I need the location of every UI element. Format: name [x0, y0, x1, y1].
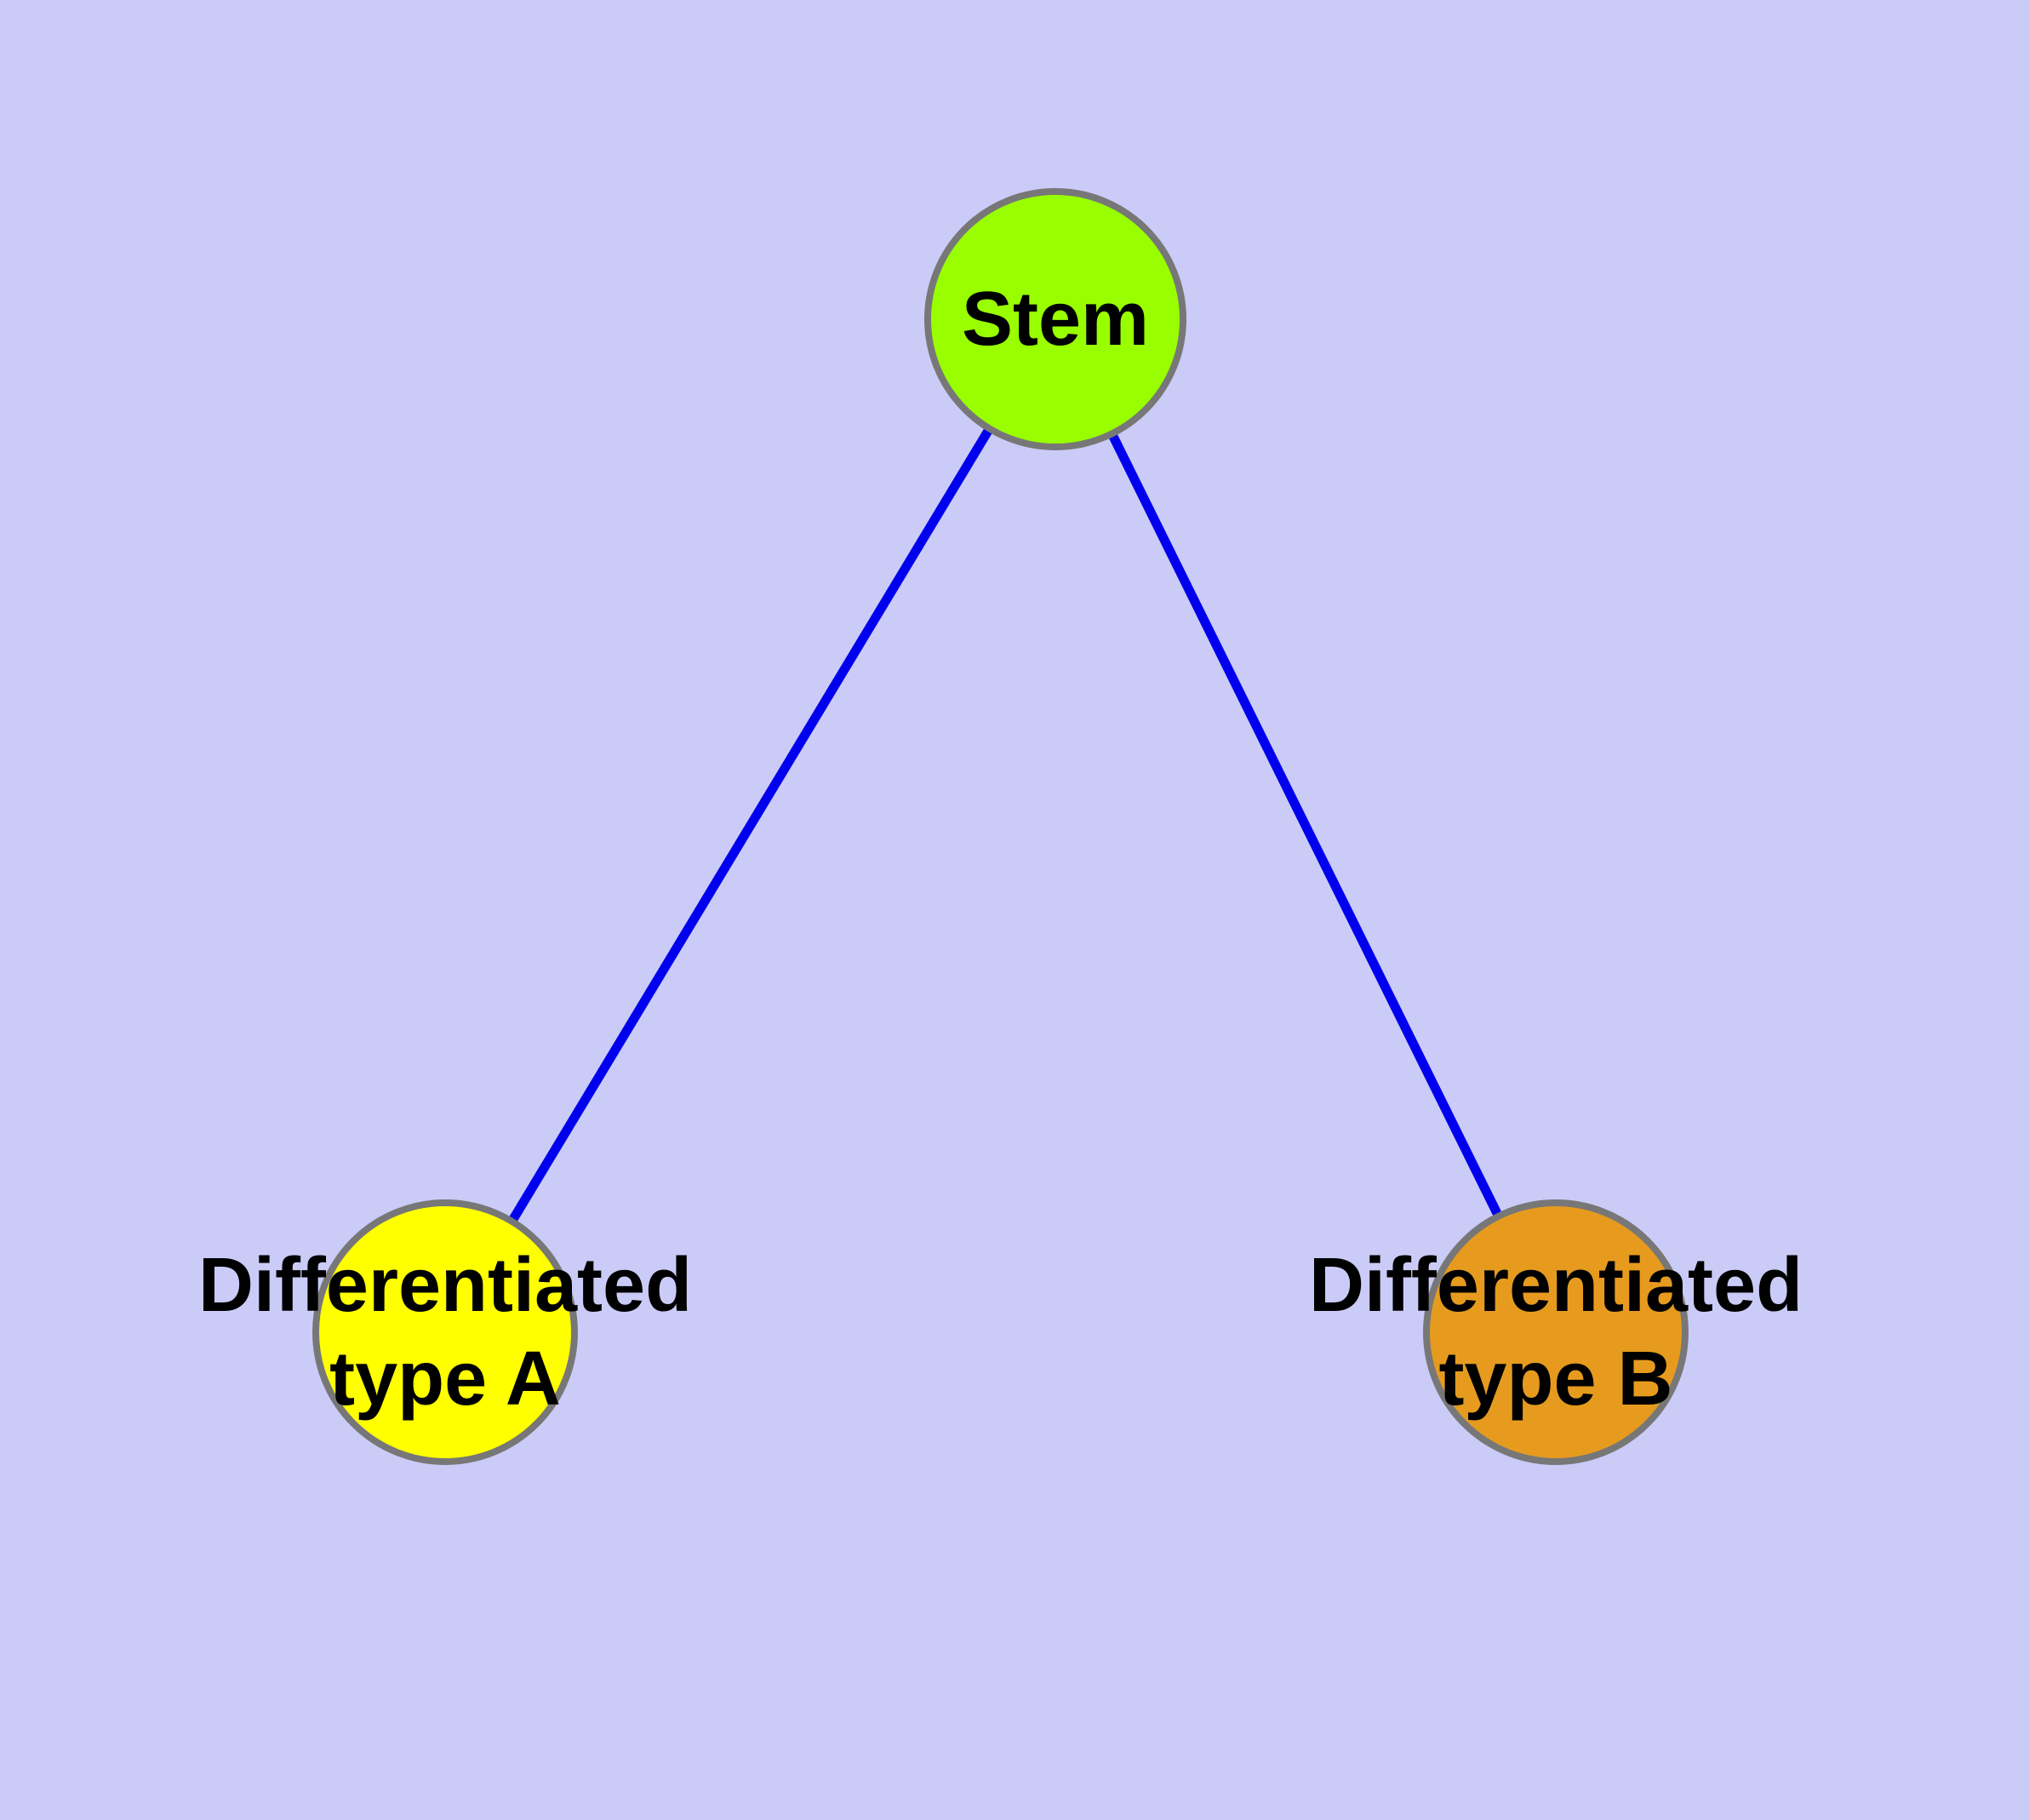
node-stem-label: Stem [961, 277, 1150, 362]
edge-stem-to-type-b [1051, 317, 1560, 1335]
node-differentiated-type-b [1423, 1199, 1689, 1465]
node-type-b-label-line1: Differentiated [1308, 1243, 1803, 1328]
node-differentiated-type-a [312, 1199, 578, 1465]
node-type-a-label-line1: Differentiated [197, 1243, 693, 1328]
edge-stem-to-type-a [441, 317, 1060, 1335]
node-type-b-label-line2: type B [1438, 1336, 1673, 1422]
node-type-a-label-line2: type A [329, 1336, 561, 1422]
node-type-b-label: Differentiated type B [1309, 1239, 1803, 1426]
node-type-a-label: Differentiated type A [198, 1239, 692, 1426]
node-stem [924, 188, 1186, 450]
